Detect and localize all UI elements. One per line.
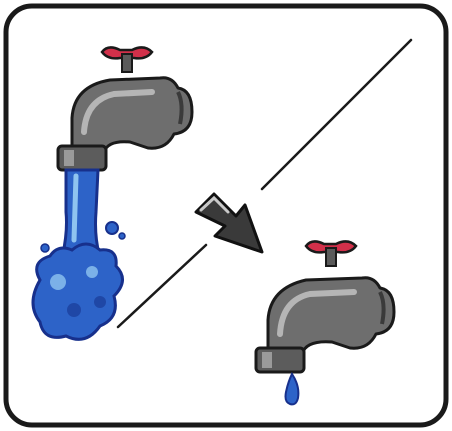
icon-panel — [0, 0, 452, 431]
